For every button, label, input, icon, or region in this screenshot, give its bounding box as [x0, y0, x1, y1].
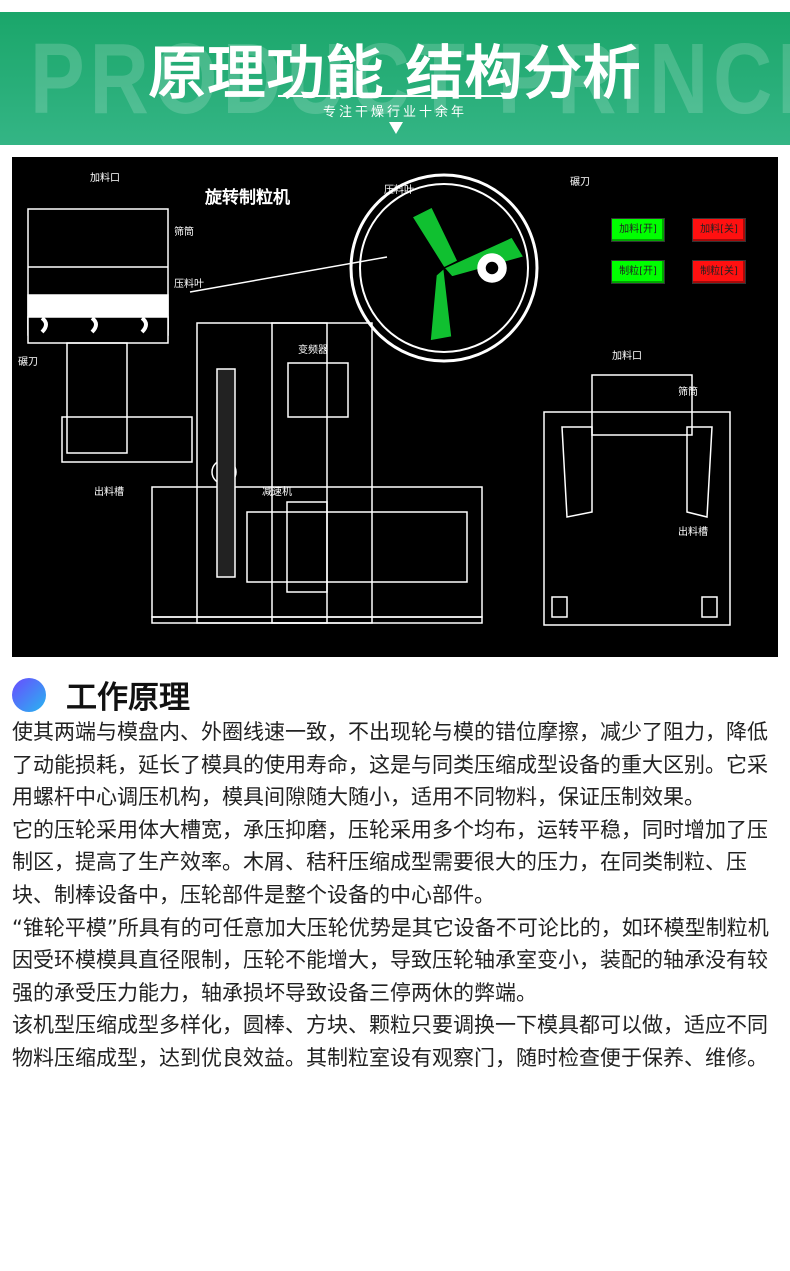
label-screen: 筛筒	[174, 227, 194, 238]
paragraph: 该机型压缩成型多样化，圆棒、方块、颗粒只要调换一下模具都可以做，适应不同物料压缩…	[12, 1013, 768, 1070]
feed-off-button[interactable]: 加料[关]	[692, 218, 746, 242]
label-roller: 碾刀	[18, 357, 38, 368]
label-roller-detail: 碾刀	[570, 177, 590, 188]
section-header: 工作原理	[12, 672, 190, 717]
machine-title: 旋转制粒机	[205, 188, 290, 208]
label-feed-inlet-right: 加料口	[612, 351, 642, 362]
label-press-blade: 压料叶	[174, 279, 204, 290]
feed-on-button[interactable]: 加料[开]	[611, 218, 665, 242]
background-watermark-text: PRODUCT PRINCIPLE	[30, 23, 790, 135]
machine-drawing	[27, 173, 731, 626]
header-banner: PRODUCT PRINCIPLE 原理功能 结构分析 专注干燥行业十余年	[0, 12, 790, 145]
label-inverter: 变频器	[298, 345, 328, 356]
page-title: 原理功能 结构分析	[148, 39, 642, 107]
section-title: 工作原理	[66, 680, 190, 716]
subtitle: 专注干燥行业十余年	[322, 105, 467, 120]
down-arrow-icon	[389, 122, 403, 134]
paragraph: “锥轮平模”所具有的可任意加大压轮优势是其它设备不可论比的，如环模型制粒机因受环…	[12, 915, 769, 1005]
paragraph: 它的压轮采用体大槽宽，承压抑磨，压轮采用多个均布，运转平稳，同时增加了压制区，提…	[12, 817, 768, 907]
inverter-box	[287, 362, 349, 418]
granulate-on-button[interactable]: 制粒[开]	[611, 260, 665, 284]
body-text: 使其两端与模盘内、外圈线速一致，不出现轮与模的错位摩擦，减少了阻力，降低了动能损…	[12, 716, 782, 1075]
granulate-off-button[interactable]: 制粒[关]	[692, 260, 746, 284]
roller-detail-circle	[349, 173, 539, 363]
label-reducer: 减速机	[262, 487, 292, 498]
machine-diagram: 加料口 旋转制粒机 筛筒 压料叶 碾刀 出料槽 变频器 减速机 压料叶 碾刀 加…	[12, 157, 778, 657]
paragraph: 使其两端与模盘内、外圈线速一致，不出现轮与模的错位摩擦，减少了阻力，降低了动能损…	[12, 720, 768, 810]
label-discharge-right: 出料槽	[678, 527, 708, 538]
label-feed-inlet: 加料口	[90, 173, 120, 184]
motor	[246, 511, 468, 583]
label-screen-right: 筛筒	[678, 387, 698, 398]
bullet-circle-icon	[12, 677, 46, 712]
right-hopper	[591, 374, 693, 436]
divider	[278, 95, 514, 97]
label-press-blade-detail: 压料叶	[384, 185, 414, 196]
label-discharge: 出料槽	[94, 487, 124, 498]
